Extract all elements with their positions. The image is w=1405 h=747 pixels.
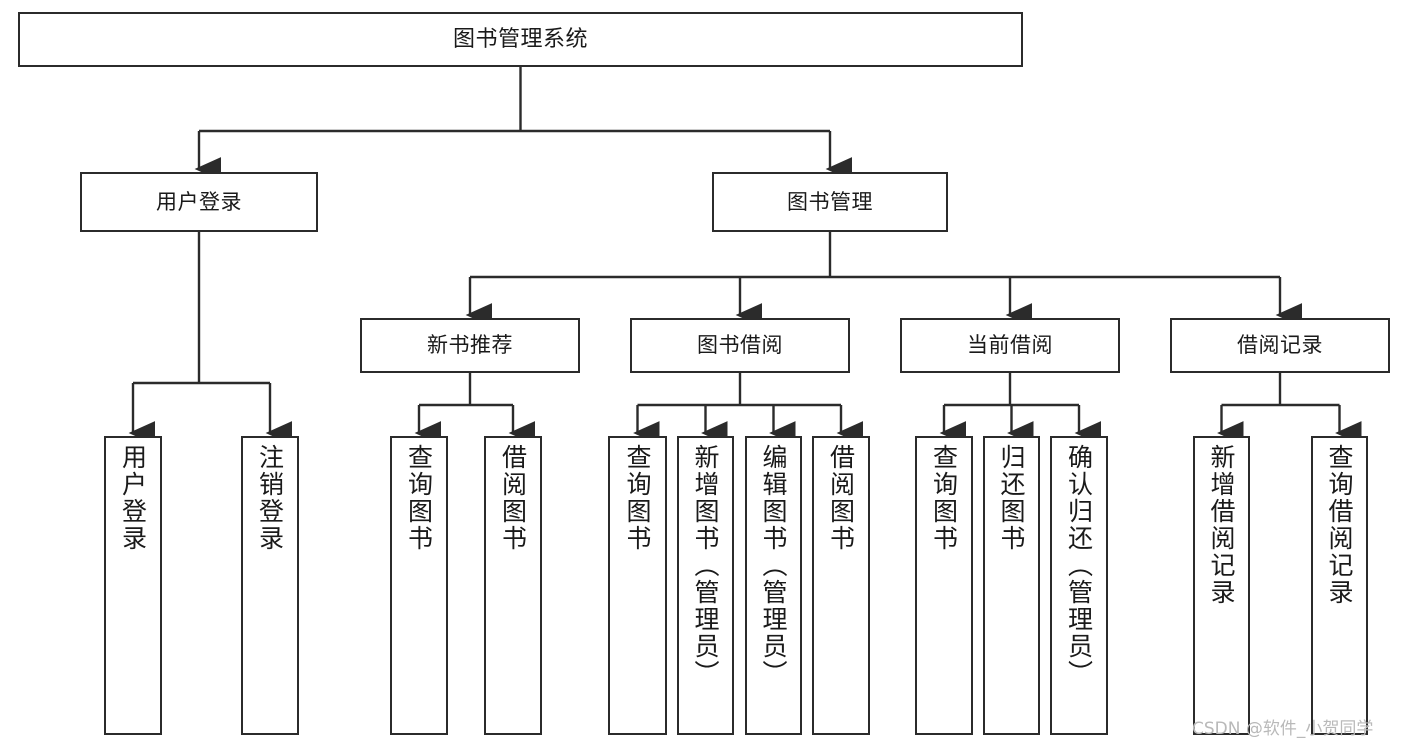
leaf-edit-book-admin-label: 编辑图书（管理员） [759,444,788,687]
node-root[interactable]: 图书管理系统 [18,12,1023,67]
leaf-add-book-admin[interactable]: 新增图书（管理员） [677,436,734,735]
leaf-borrow-books-label: 借阅图书 [826,444,856,552]
leaf-query-books-current[interactable]: 查询图书 [915,436,973,735]
leaf-query-books-borrow[interactable]: 查询图书 [608,436,667,735]
leaf-borrow-books[interactable]: 借阅图书 [812,436,870,735]
leaf-confirm-return-admin[interactable]: 确认归还（管理员） [1050,436,1108,735]
leaf-query-books-recommend[interactable]: 查询图书 [390,436,448,735]
node-new-book-recommend[interactable]: 新书推荐 [360,318,580,373]
leaf-logout-label: 注销登录 [255,444,285,552]
leaf-query-borrow-record[interactable]: 查询借阅记录 [1311,436,1368,735]
watermark: CSDN @软件_小贺同学 [1192,719,1374,739]
leaf-return-books[interactable]: 归还图书 [983,436,1040,735]
leaf-borrow-books-recommend-label: 借阅图书 [498,444,528,552]
leaf-query-books-borrow-label: 查询图书 [623,444,652,552]
leaf-edit-book-admin[interactable]: 编辑图书（管理员） [745,436,802,735]
leaf-user-login-label: 用户登录 [118,444,148,552]
leaf-add-borrow-record[interactable]: 新增借阅记录 [1193,436,1250,735]
leaf-logout[interactable]: 注销登录 [241,436,299,735]
node-borrow-record[interactable]: 借阅记录 [1170,318,1390,373]
leaf-add-book-admin-label: 新增图书（管理员） [691,444,720,687]
leaf-query-borrow-record-label: 查询借阅记录 [1325,444,1354,606]
node-new-book-recommend-label: 新书推荐 [427,333,513,358]
node-book-management[interactable]: 图书管理 [712,172,948,232]
leaf-user-login[interactable]: 用户登录 [104,436,162,735]
node-current-borrow[interactable]: 当前借阅 [900,318,1120,373]
leaf-confirm-return-admin-label: 确认归还（管理员） [1064,444,1094,687]
node-current-borrow-label: 当前借阅 [967,333,1053,358]
leaf-query-books-current-label: 查询图书 [929,444,959,552]
node-borrow-record-label: 借阅记录 [1237,333,1323,358]
node-root-label: 图书管理系统 [452,26,588,52]
node-user-login[interactable]: 用户登录 [80,172,318,232]
node-book-borrow-label: 图书借阅 [697,333,783,358]
node-book-management-label: 图书管理 [787,189,873,214]
leaf-return-books-label: 归还图书 [997,444,1026,552]
leaf-borrow-books-recommend[interactable]: 借阅图书 [484,436,542,735]
node-book-borrow[interactable]: 图书借阅 [630,318,850,373]
leaf-query-books-recommend-label: 查询图书 [404,444,434,552]
node-user-login-label: 用户登录 [156,189,242,214]
leaf-add-borrow-record-label: 新增借阅记录 [1207,444,1236,606]
